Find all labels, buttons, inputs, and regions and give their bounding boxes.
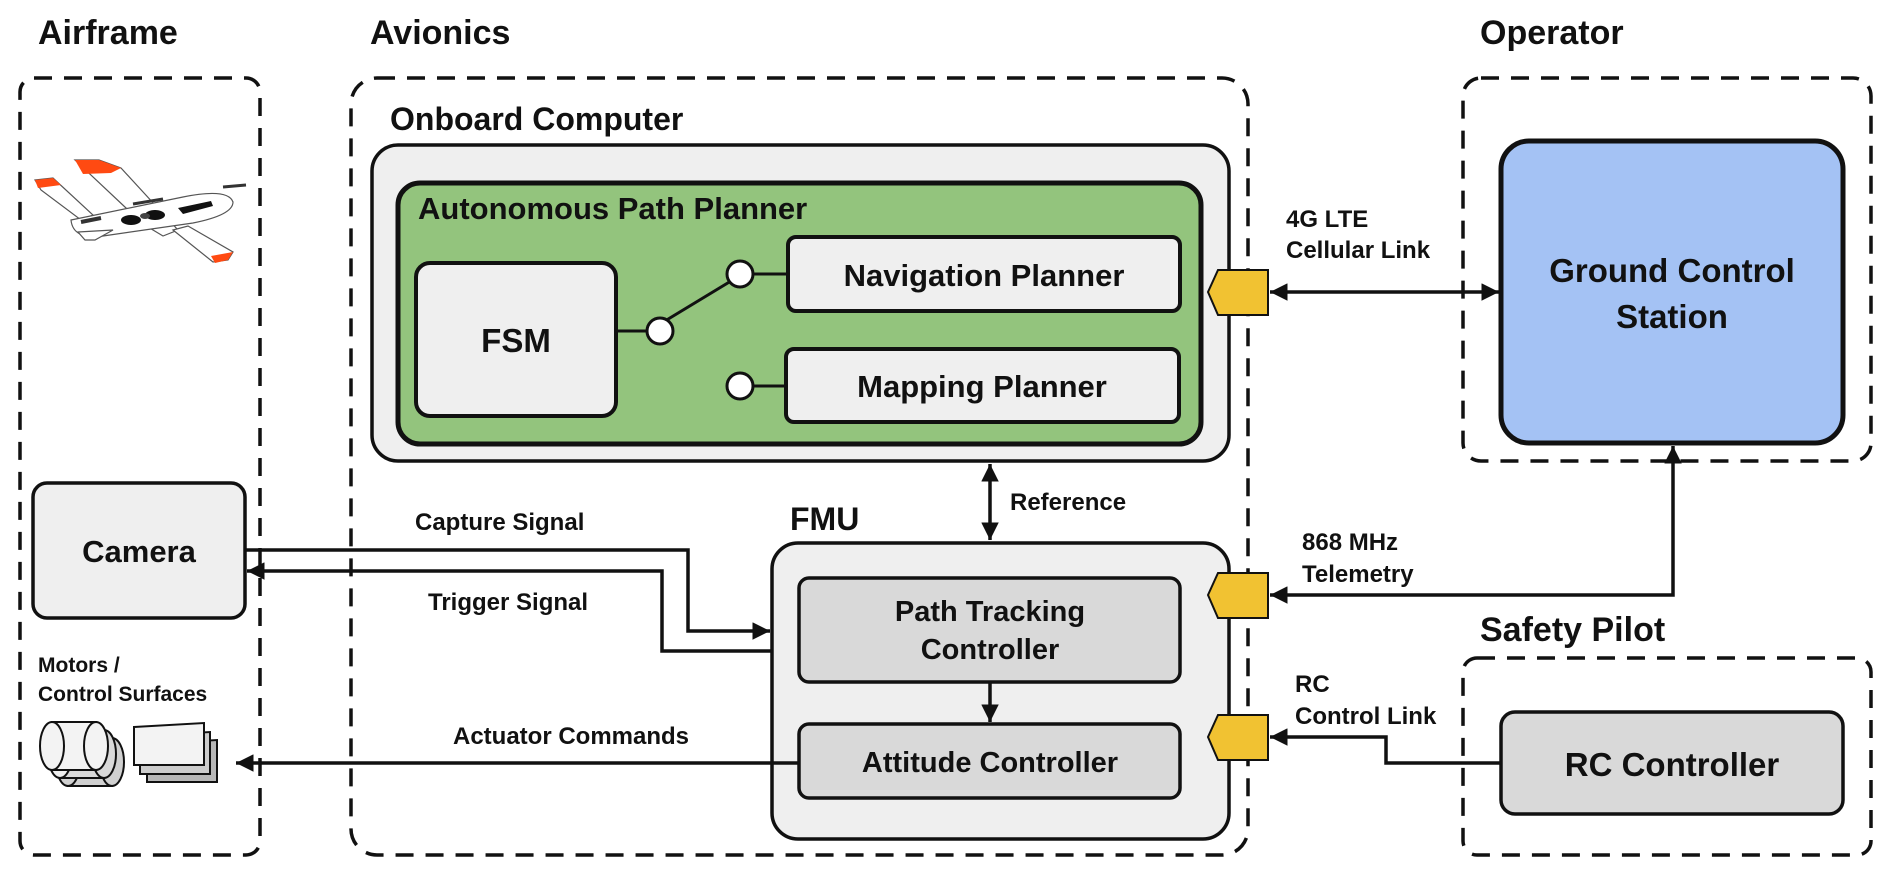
telemetry-label-line2: Telemetry — [1302, 561, 1414, 588]
rc-label-line1: RC — [1295, 671, 1330, 698]
motors-label-line2: Control Surfaces — [38, 683, 207, 706]
rc-controller-label: RC Controller — [1565, 746, 1780, 783]
path-planner-title: Autonomous Path Planner — [418, 191, 807, 226]
capture-signal-label: Capture Signal — [415, 509, 584, 536]
trigger-signal-arrow — [247, 562, 772, 653]
avionics-group-title: Avionics — [370, 14, 510, 52]
mapping-planner-label: Mapping Planner — [857, 369, 1107, 404]
safety-pilot-group-box — [1461, 656, 1873, 857]
telemetry-port-connector — [1206, 572, 1269, 619]
attitude-controller-box — [797, 722, 1182, 800]
navigation-planner-label: Navigation Planner — [844, 258, 1125, 293]
mapping-planner-box — [784, 347, 1181, 424]
capture-signal-arrow — [245, 548, 770, 640]
gcs-label-line2: Station — [1616, 298, 1728, 335]
safety-pilot-group-title: Safety Pilot — [1480, 611, 1665, 649]
rc-port-connector — [1206, 714, 1269, 761]
motors-label-line1: Motors / — [38, 654, 120, 677]
actuator-commands-label: Actuator Commands — [453, 723, 689, 750]
rc-label-line2: Control Link — [1295, 703, 1437, 730]
operator-group-title: Operator — [1480, 14, 1624, 52]
airframe-group-title: Airframe — [38, 14, 178, 52]
control-surface-icon — [133, 721, 218, 783]
rc-control-link-arrow — [1270, 728, 1501, 765]
fmu-title: FMU — [790, 501, 859, 537]
switch-navigation-node — [725, 259, 755, 289]
camera-label: Camera — [82, 534, 196, 569]
telemetry-label-line1: 868 MHz — [1302, 529, 1398, 556]
avionics-group-box — [349, 76, 1250, 857]
lte-port-connector — [1206, 269, 1269, 316]
lte-label-line1: 4G LTE — [1286, 206, 1368, 233]
planner-switch — [616, 259, 788, 401]
trigger-signal-label: Trigger Signal — [428, 589, 588, 616]
switch-mapping-node — [725, 371, 755, 401]
motor-icon — [39, 721, 125, 787]
gcs-label-line1: Ground Control — [1549, 252, 1795, 289]
path-tracking-label-line2: Controller — [921, 634, 1060, 666]
fsm-label: FSM — [481, 322, 551, 359]
airframe-group-box — [18, 76, 262, 857]
reference-label: Reference — [1010, 489, 1126, 516]
path-tracking-controller-box — [797, 576, 1182, 684]
lte-label-line2: Cellular Link — [1286, 237, 1431, 264]
airplane-icon — [34, 159, 247, 263]
switch-pivot-node — [645, 316, 675, 346]
fsm-box — [414, 261, 618, 418]
ground-control-station-box — [1498, 138, 1846, 446]
onboard-computer-title: Onboard Computer — [390, 101, 683, 137]
telemetry-link-arrow — [1270, 446, 1682, 604]
attitude-controller-label: Attitude Controller — [862, 747, 1118, 779]
path-tracking-label-line1: Path Tracking — [895, 596, 1085, 628]
navigation-planner-box — [786, 235, 1182, 313]
